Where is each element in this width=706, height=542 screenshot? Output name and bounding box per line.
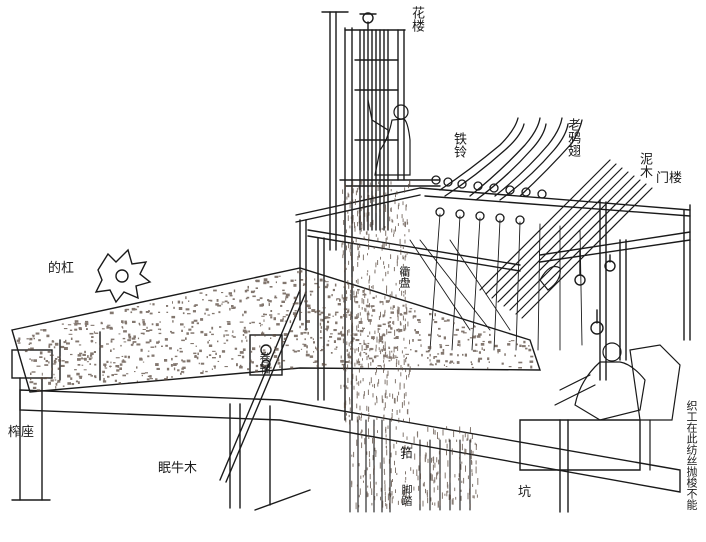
draw-tower [321,11,441,421]
draw-boy-figure [367,99,411,176]
pulley-box [249,334,283,376]
weaver-figure [554,342,681,471]
label-roll-axle: 卷轴 [258,352,271,374]
gate-frame [419,187,691,381]
heddle-levers [431,117,583,225]
label-crow-wing: 老鸦翅 [565,118,580,157]
sleeping-ox-bar [219,289,307,483]
label-gate-frame: 门楼 [656,171,683,186]
heddle-cords [409,213,583,351]
label-side-note: 织工在此纺丝抛梭不能 [685,400,698,510]
label-cloth-bar: 的杠 [48,261,75,276]
rear-frame [295,187,521,401]
cloth-beam-wheel [94,248,152,304]
label-treadle: 脚踏 [400,484,413,506]
label-press-seat: 榨座 [8,425,35,440]
label-sleeping-ox-wood: 眠牛木 [158,461,198,476]
label-reed: 筘 [397,446,412,459]
label-draw-tower: 花楼 [409,6,424,32]
label-pit: 坑 [518,485,532,500]
woven-fabric [16,180,534,510]
label-turning-disc: 衢盘 [398,266,411,288]
weights [574,249,616,335]
label-mud-wood: 泥木 [637,152,652,178]
label-iron-bell: 铁铃 [451,132,466,158]
mud-wood-rods [479,159,653,319]
pit [519,419,641,513]
